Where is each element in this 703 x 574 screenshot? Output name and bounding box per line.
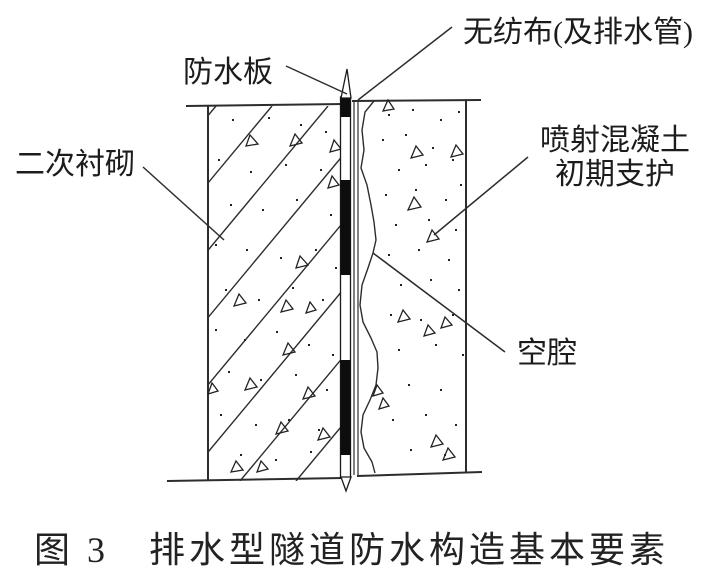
bottom-line-left <box>166 477 344 482</box>
lining-top-edge <box>185 103 345 107</box>
nonwoven-fabric-lines <box>353 100 359 475</box>
leader-nonwoven-fabric <box>357 26 453 101</box>
shotcrete-aggregate-dots <box>382 109 464 456</box>
membrane-black-segment <box>340 180 351 275</box>
label-cavity: 空腔 <box>517 337 577 370</box>
bottom-line-right <box>356 471 483 477</box>
label-nonwoven-fabric: 无纺布(及排水管) <box>463 16 693 49</box>
membrane-bottom-tip <box>340 476 352 493</box>
label-waterproof-board: 防水板 <box>183 56 273 89</box>
shotcrete-block <box>351 99 483 477</box>
shotcrete-aggregate-triangles <box>371 98 465 461</box>
leader-cavity <box>372 252 506 353</box>
figure-diagram: 无纺布(及排水管) 防水板 二次衬砌 喷射混凝土 初期支护 空腔 <box>15 16 693 493</box>
label-shotcrete-line2: 初期支护 <box>555 158 675 191</box>
membrane-black-segment <box>340 97 351 117</box>
membrane-black-segment <box>340 360 351 455</box>
hatch-pattern <box>208 106 340 481</box>
leader-shotcrete-support <box>433 156 529 236</box>
leader-waterproof-board <box>285 65 348 95</box>
lining-aggregate-triangles <box>206 132 343 473</box>
leader-lines <box>142 26 529 353</box>
leader-secondary-lining <box>142 166 225 241</box>
membrane-top-tip <box>340 68 352 99</box>
shotcrete-top-edge <box>351 99 482 102</box>
label-secondary-lining: 二次衬砌 <box>15 148 135 181</box>
figure-caption: 图 3 排水型隧道防水构造基本要素 <box>33 530 669 570</box>
waterproof-membrane <box>339 68 352 493</box>
label-shotcrete-line1: 喷射混凝土 <box>540 124 690 157</box>
secondary-lining-block <box>166 103 345 482</box>
lining-aggregate-dots <box>215 117 337 461</box>
cavity-wavy-line <box>359 100 379 474</box>
